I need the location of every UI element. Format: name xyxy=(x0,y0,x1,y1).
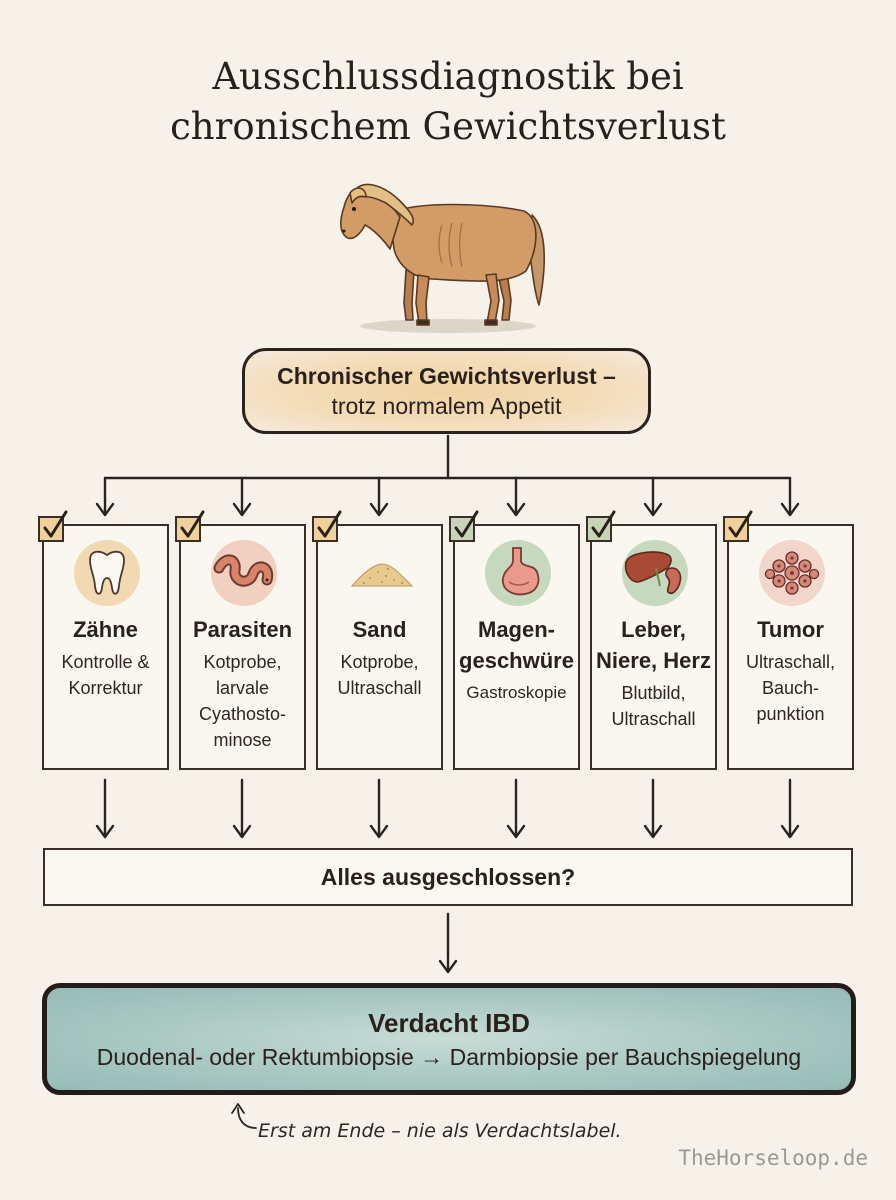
category-title-line: geschwüre xyxy=(459,648,574,673)
category-description-line: minose xyxy=(213,730,272,750)
down-arrow-icon xyxy=(95,502,115,517)
down-arrow-icon xyxy=(232,824,252,839)
down-arrow-icon xyxy=(506,502,526,517)
category-description-line: Gastroskopie xyxy=(466,683,567,702)
category-title: Sand xyxy=(318,614,441,645)
down-arrow-icon xyxy=(780,824,800,839)
category-title-line: Zähne xyxy=(73,617,138,642)
category-title-line: Magen- xyxy=(478,617,555,642)
root-line-2: trotz normalem Appetit xyxy=(331,393,562,419)
category-description: Kontrolle & Korrektur xyxy=(44,649,167,701)
category-description-line: Blutbild, xyxy=(621,683,686,703)
ibd-suspicion-box: Verdacht IBD Duodenal- oder Rektumbiopsi… xyxy=(42,983,856,1095)
category-description: Kotprobe, Ultraschall xyxy=(318,649,441,701)
category-description-line: Korrektur xyxy=(68,678,143,698)
down-arrow-icon xyxy=(369,502,389,517)
curved-arrow-icon xyxy=(231,1103,257,1129)
checkbox-checked-icon xyxy=(449,510,479,542)
category-description-line: larvale xyxy=(215,678,270,698)
category-description-line: Ultraschall, xyxy=(745,652,836,672)
summary-label: Alles ausgeschlossen? xyxy=(320,863,576,890)
category-title: Tumor xyxy=(729,614,852,645)
result-title: Verdacht IBD xyxy=(368,1008,530,1038)
category-description-line: Kotprobe, xyxy=(340,652,419,672)
down-arrow-icon xyxy=(643,502,663,517)
brand-watermark: TheHorseloop.de xyxy=(678,1146,868,1170)
down-arrow-icon xyxy=(506,824,526,839)
category-title-line: Sand xyxy=(352,617,407,642)
stomach-icon xyxy=(483,538,553,608)
down-arrow-icon xyxy=(643,824,663,839)
tooth-icon xyxy=(72,538,142,608)
category-title-line: Leber, xyxy=(621,617,686,642)
title-line-2: chronischem Gewichtsverlust xyxy=(170,105,726,148)
category-description-line: Ultraschall xyxy=(337,678,422,698)
category-description: Ultraschall, Bauch-punktion xyxy=(729,649,852,727)
category-title: Parasiten xyxy=(181,614,304,645)
title-line-1: Ausschlussdiagnostik bei xyxy=(212,55,684,98)
category-title-line: Parasiten xyxy=(192,617,293,642)
category-description-line: Ultraschall xyxy=(611,709,696,729)
category-description-line: punktion xyxy=(756,704,825,724)
category-description: Blutbild, Ultraschall xyxy=(592,680,715,732)
root-line-1: Chronischer Gewichtsverlust – xyxy=(277,363,616,389)
category-title: Zähne xyxy=(44,614,167,645)
sand-pile-icon xyxy=(346,538,416,608)
category-description-line: Bauch- xyxy=(761,678,820,698)
tumor-cells-icon xyxy=(757,538,827,608)
down-arrow-icon xyxy=(780,502,800,517)
checkbox-checked-icon xyxy=(723,510,753,542)
down-arrow-icon xyxy=(438,959,458,974)
checkbox-checked-icon xyxy=(312,510,342,542)
category-title: Leber, Niere, Herz xyxy=(592,614,715,676)
category-title-line: Niere, Herz xyxy=(596,648,711,673)
category-description-line: Cyathosto- xyxy=(198,704,287,724)
category-description-line: Kotprobe, xyxy=(203,652,282,672)
all-excluded-question-box: Alles ausgeschlossen? xyxy=(43,848,853,906)
checkbox-checked-icon xyxy=(38,510,68,542)
checkbox-checked-icon xyxy=(175,510,205,542)
down-arrow-icon xyxy=(232,502,252,517)
horse-illustration xyxy=(340,183,545,333)
down-arrow-icon xyxy=(95,824,115,839)
category-title-line: Tumor xyxy=(757,617,824,642)
liver-kidney-icon xyxy=(620,538,690,608)
category-title: Magen-geschwüre xyxy=(455,614,578,676)
category-description: Gastroskopie xyxy=(455,680,578,706)
checkbox-checked-icon xyxy=(586,510,616,542)
weight-loss-root-box: Chronischer Gewichtsverlust – trotz norm… xyxy=(242,348,651,434)
down-arrow-icon xyxy=(369,824,389,839)
footnote-text: Erst am Ende – nie als Verdachtslabel. xyxy=(258,1120,622,1142)
page-title: Ausschlussdiagnostik bei chronischem Gew… xyxy=(0,52,896,152)
worm-icon xyxy=(209,538,279,608)
result-subtitle: Duodenal- oder Rektumbiopsie → Darmbiops… xyxy=(96,1044,802,1070)
category-description-line: Kontrolle & xyxy=(61,652,150,672)
